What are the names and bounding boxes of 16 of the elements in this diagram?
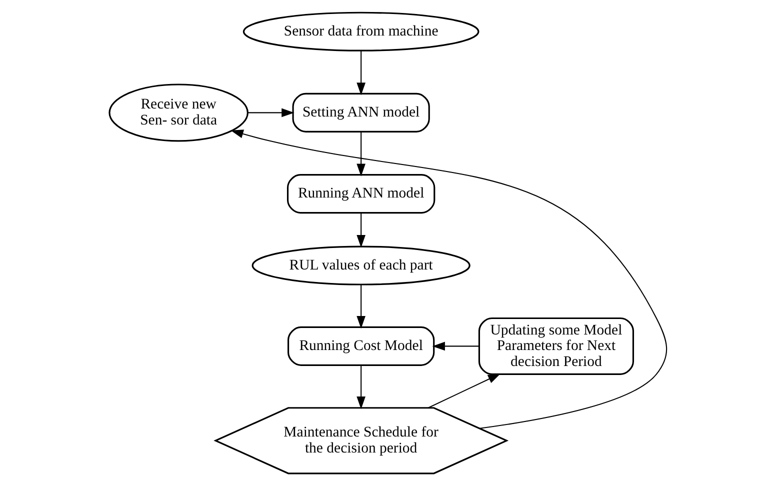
arrow <box>248 108 294 118</box>
node-box: Running Cost Model <box>288 326 435 366</box>
arrow <box>230 130 668 429</box>
node-ellipse: Sensor data from machine <box>242 12 480 52</box>
arrow <box>356 284 366 329</box>
node-box: Running ANN model <box>286 174 436 214</box>
arrow <box>356 132 366 176</box>
node-ellipse: RUL values of each part <box>252 246 470 286</box>
arrow <box>356 213 366 248</box>
node-ellipse: Receive new Sen- sor data <box>108 84 248 142</box>
node-box: Updating some Model Parameters for Next decision Period <box>478 317 634 375</box>
node-box: Setting ANN model <box>292 92 430 132</box>
arrow <box>356 366 366 410</box>
arrow <box>428 374 501 408</box>
arrow <box>432 342 479 351</box>
arrow <box>356 50 366 96</box>
